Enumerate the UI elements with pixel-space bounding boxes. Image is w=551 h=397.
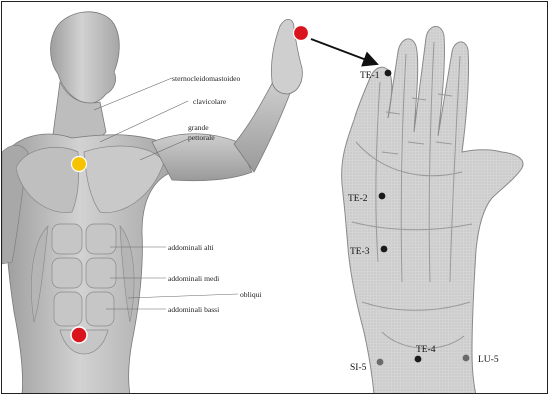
label-addominali-bassi: addominali bassi <box>168 305 219 314</box>
label-te3: TE-3 <box>350 247 370 257</box>
label-te4: TE-4 <box>416 345 436 355</box>
hand-diagram: TE-1 TE-2 TE-3 TE-4 SI-5 LU-5 <box>342 26 523 394</box>
te3-dot <box>381 246 388 253</box>
label-lu5: LU-5 <box>478 355 499 365</box>
label-obliqui: obliqui <box>240 290 262 299</box>
label-pettorale: pettorale <box>188 133 215 142</box>
yellow-marker-chest <box>72 157 87 172</box>
label-te2: TE-2 <box>348 194 368 204</box>
label-te1: TE-1 <box>360 71 380 81</box>
lu5-dot <box>463 355 470 362</box>
te4-dot <box>415 356 422 363</box>
label-sternocleidomastoideo: sternocleidomastoideo <box>172 74 241 83</box>
red-marker-hand <box>294 26 309 41</box>
muscular-torso <box>2 12 302 394</box>
te1-dot <box>385 70 392 77</box>
anatomy-illustration: sternocleidomastoideo clavicolare grande… <box>2 2 548 394</box>
te2-dot <box>379 193 386 200</box>
label-addominali-medi: addominali medi <box>168 274 219 283</box>
red-marker-abdomen <box>71 327 87 343</box>
si5-dot <box>377 359 384 366</box>
label-grande: grande <box>188 123 209 132</box>
label-si5: SI-5 <box>350 363 367 373</box>
label-clavicolare: clavicolare <box>193 97 227 106</box>
label-addominali-alti: addominali alti <box>168 243 214 252</box>
pointer-arrow <box>311 39 377 64</box>
pectoral-muscle <box>84 146 164 213</box>
muscle-labels: sternocleidomastoideo clavicolare grande… <box>168 74 262 314</box>
